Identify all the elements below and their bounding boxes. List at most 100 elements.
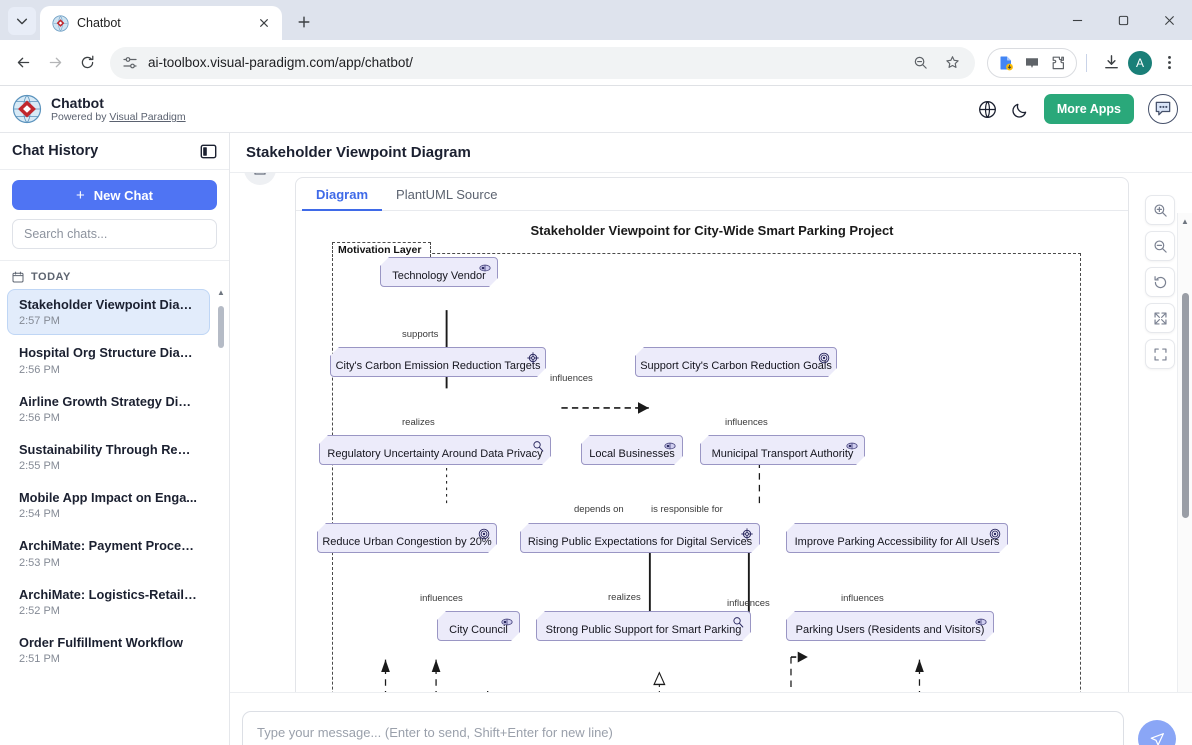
bookmark-button[interactable] bbox=[939, 50, 965, 76]
panel-collapse-icon[interactable] bbox=[200, 143, 217, 160]
diagram-edge-label: influences bbox=[727, 598, 770, 609]
tune-icon[interactable] bbox=[122, 55, 138, 71]
chat-list-item[interactable]: Hospital Org Structure Diagr...2:56 PM bbox=[7, 337, 210, 383]
main-scroll-track[interactable] bbox=[1181, 231, 1189, 745]
back-button[interactable] bbox=[8, 48, 38, 78]
minimize-button[interactable] bbox=[1054, 0, 1100, 40]
tab-diagram[interactable]: Diagram bbox=[302, 179, 383, 211]
diagram-tabs: Diagram PlantUML Source bbox=[296, 178, 1128, 211]
main-content: Diagram PlantUML Source Stakeholder View… bbox=[230, 173, 1192, 745]
maximize-button[interactable] bbox=[1100, 0, 1146, 40]
chat-item-time: 2:57 PM bbox=[19, 315, 60, 328]
diagram-node-regulatory-uncertainty[interactable]: Regulatory Uncertainty Around Data Priva… bbox=[319, 435, 551, 465]
diagram-node-local-businesses[interactable]: Local Businesses bbox=[581, 435, 683, 465]
zoom-in-icon bbox=[1153, 203, 1167, 217]
new-tab-button[interactable] bbox=[290, 8, 318, 36]
diagram-node-rising-expectations[interactable]: Rising Public Expectations for Digital S… bbox=[520, 523, 760, 553]
motivation-layer-label: Motivation Layer bbox=[332, 242, 432, 257]
page-zoom-button[interactable] bbox=[907, 50, 933, 76]
new-chat-button[interactable]: + New Chat bbox=[12, 180, 217, 210]
forward-button[interactable] bbox=[40, 48, 70, 78]
zoom-in-button[interactable] bbox=[1145, 195, 1175, 225]
stakeholder-icon bbox=[664, 440, 676, 452]
main-scrollbar[interactable]: ▲ ▼ bbox=[1177, 213, 1192, 745]
scroll-up-arrow-icon[interactable]: ▲ bbox=[217, 288, 225, 297]
chat-item-title: ArchiMate: Logistics-Retail C... bbox=[19, 586, 198, 602]
moon-icon[interactable] bbox=[1011, 100, 1030, 119]
sidebar-scroll-thumb[interactable] bbox=[218, 306, 224, 348]
main-scroll-up-icon[interactable]: ▲ bbox=[1181, 217, 1189, 226]
maximize-icon bbox=[1118, 15, 1128, 25]
chat-item-title: Stakeholder Viewpoint Diagr... bbox=[19, 297, 198, 312]
chat-item-title: ArchiMate: Payment Process ... bbox=[19, 538, 198, 554]
chat-item-time: 2:54 PM bbox=[19, 508, 60, 521]
send-button[interactable] bbox=[1138, 720, 1176, 745]
diagram-node-municipal-transport[interactable]: Municipal Transport Authority bbox=[700, 435, 865, 465]
profile-avatar[interactable]: A bbox=[1128, 50, 1152, 75]
diagram-node-parking-users[interactable]: Parking Users (Residents and Visitors) bbox=[786, 611, 994, 641]
chat-list-item[interactable]: ArchiMate: Payment Process ...2:53 PM bbox=[7, 530, 210, 576]
tab-plantuml-source[interactable]: PlantUML Source bbox=[396, 186, 498, 202]
downloads-button[interactable] bbox=[1096, 48, 1126, 78]
window-close-button[interactable] bbox=[1146, 0, 1192, 40]
diagram-node-label: Local Businesses bbox=[589, 447, 675, 460]
diagram-edge-label: is responsible for bbox=[651, 504, 723, 515]
reload-icon bbox=[81, 55, 93, 69]
chat-list-item[interactable]: Stakeholder Viewpoint Diagr... 2:57 PM bbox=[7, 289, 210, 336]
sidebar-scrollbar[interactable]: ▲ ▼ bbox=[215, 289, 227, 745]
visual-paradigm-logo-icon bbox=[12, 94, 42, 124]
zoom-out-button[interactable] bbox=[1145, 231, 1175, 261]
diagram-node-label: Reduce Urban Congestion by 20% bbox=[322, 535, 492, 548]
address-bar[interactable]: ai-toolbox.visual-paradigm.com/app/chatb… bbox=[110, 46, 975, 79]
motivation-layer-boundary: Motivation Layer bbox=[332, 242, 1081, 745]
chat-list-item[interactable]: Airline Growth Strategy Diag...2:56 PM bbox=[7, 386, 210, 432]
chat-group-label: TODAY bbox=[31, 271, 71, 283]
diagram-edge-label: depends on bbox=[574, 504, 624, 515]
message-input[interactable] bbox=[242, 711, 1124, 745]
diagram-node-label: Strong Public Support for Smart Parking bbox=[545, 623, 742, 636]
tab-search-button[interactable] bbox=[8, 7, 36, 35]
chevron-down-icon bbox=[16, 18, 28, 25]
diagram-node-improve-parking[interactable]: Improve Parking Accessibility for All Us… bbox=[786, 523, 1008, 553]
close-tab-button[interactable] bbox=[254, 13, 274, 33]
fullscreen-button[interactable] bbox=[1145, 339, 1175, 369]
more-apps-button[interactable]: More Apps bbox=[1043, 94, 1134, 124]
browser-menu-button[interactable] bbox=[1154, 48, 1184, 78]
chat-avatar-icon[interactable] bbox=[1148, 94, 1178, 124]
chat-item-title: Order Fulfillment Workflow bbox=[19, 634, 183, 650]
visual-paradigm-favicon bbox=[52, 14, 69, 32]
diagram-node-carbon-targets[interactable]: City's Carbon Emission Reduction Targets bbox=[330, 347, 546, 377]
diagram-node-label: City Council bbox=[449, 623, 508, 636]
chat-list-item[interactable]: Sustainability Through Rene...2:55 PM bbox=[7, 434, 210, 480]
diagram-node-label: City's Carbon Emission Reduction Targets bbox=[335, 359, 541, 372]
reload-button[interactable] bbox=[72, 48, 102, 78]
diagram-node-city-council[interactable]: City Council bbox=[437, 611, 520, 641]
star-icon bbox=[945, 56, 959, 68]
chat-list-item[interactable]: Mobile App Impact on Enga...2:54 PM bbox=[7, 482, 210, 528]
sidebar-scroll-track[interactable] bbox=[218, 301, 224, 745]
diagram-edge-label: supports bbox=[402, 329, 439, 340]
search-chats-input[interactable] bbox=[12, 219, 217, 249]
diagram-node-support-carbon[interactable]: Support City's Carbon Reduction Goals bbox=[635, 347, 837, 377]
chat-list-item[interactable]: ArchiMate: Logistics-Retail C...2:52 PM bbox=[7, 579, 210, 625]
diagram-node-tech-vendor[interactable]: Technology Vendor bbox=[380, 257, 498, 287]
diagram-title: Stakeholder Viewpoint for City-Wide Smar… bbox=[530, 223, 894, 238]
chat-list-scroll: TODAY Stakeholder Viewpoint Diagr... 2:57… bbox=[0, 261, 217, 745]
diagram-canvas[interactable]: Stakeholder Viewpoint for City-Wide Smar… bbox=[296, 211, 1128, 745]
diagram-node-reduce-congestion[interactable]: Reduce Urban Congestion by 20% bbox=[317, 523, 497, 553]
browser-tab-chatbot[interactable]: Chatbot bbox=[40, 6, 282, 40]
visual-paradigm-link[interactable]: Visual Paradigm bbox=[109, 111, 186, 124]
doc-save-icon[interactable] bbox=[998, 55, 1014, 71]
app-body: Chat History + New Chat bbox=[0, 133, 1192, 745]
export-button[interactable] bbox=[244, 173, 276, 185]
message-icon[interactable] bbox=[1024, 55, 1040, 71]
stakeholder-icon bbox=[975, 616, 987, 628]
puzzle-icon[interactable] bbox=[1050, 55, 1066, 71]
reset-zoom-icon bbox=[1153, 275, 1166, 288]
main-scroll-thumb[interactable] bbox=[1181, 293, 1189, 518]
globe-icon[interactable] bbox=[978, 100, 997, 119]
diagram-node-strong-support[interactable]: Strong Public Support for Smart Parking bbox=[536, 611, 751, 641]
fit-screen-button[interactable] bbox=[1145, 303, 1175, 333]
reset-zoom-button[interactable] bbox=[1145, 267, 1175, 297]
